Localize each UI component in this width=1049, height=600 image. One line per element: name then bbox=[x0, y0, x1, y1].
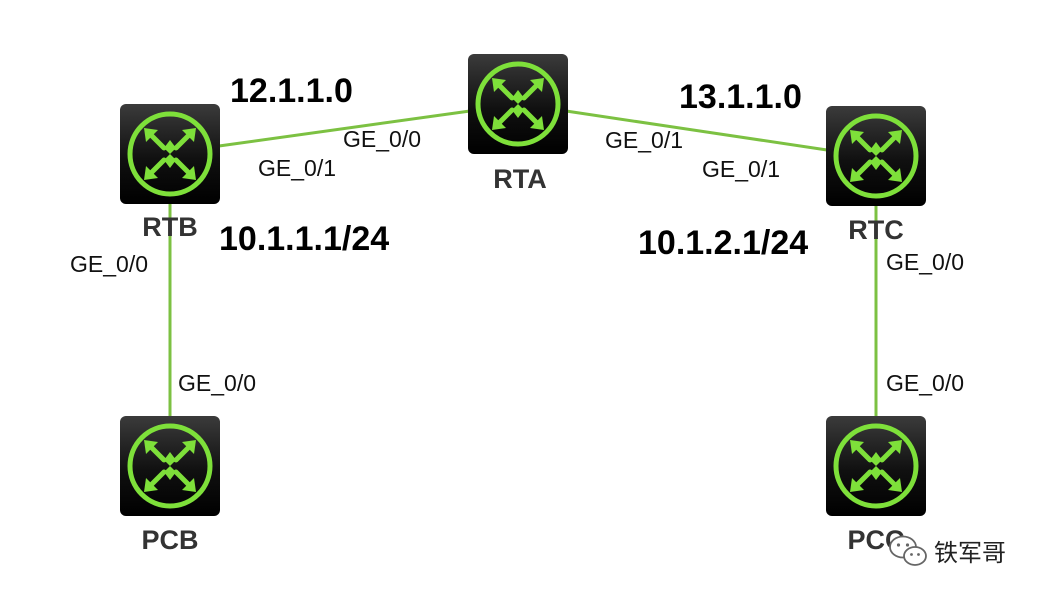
port-rta-ge01: GE_0/1 bbox=[605, 127, 683, 153]
port-rtc-ge00: GE_0/0 bbox=[886, 249, 964, 275]
port-rtb-ge01: GE_0/1 bbox=[258, 155, 336, 181]
port-rtb-ge00: GE_0/0 bbox=[70, 251, 148, 277]
network-rtc-lan: 10.1.2.1/24 bbox=[638, 224, 809, 262]
router-icon bbox=[833, 113, 919, 199]
label-pcb: PCB bbox=[141, 525, 199, 555]
router-icon bbox=[833, 423, 919, 509]
pc-pcc[interactable] bbox=[826, 416, 926, 516]
port-pcc-ge00: GE_0/0 bbox=[886, 370, 964, 396]
network-rta-rtc: 13.1.1.0 bbox=[679, 78, 802, 116]
link-rtb-rta bbox=[218, 109, 471, 148]
router-rta[interactable] bbox=[468, 54, 568, 154]
port-rtc-ge01: GE_0/1 bbox=[702, 156, 780, 182]
port-rta-ge00: GE_0/0 bbox=[343, 126, 421, 152]
link-rta-rtc bbox=[565, 109, 828, 152]
port-pcb-ge00: GE_0/0 bbox=[178, 370, 256, 396]
watermark-text: 铁军哥 bbox=[934, 539, 1006, 567]
label-rtb: RTB bbox=[142, 212, 198, 242]
router-rtb[interactable] bbox=[120, 104, 220, 204]
network-rtb-rta: 12.1.1.0 bbox=[230, 72, 353, 110]
router-icon bbox=[127, 111, 213, 197]
wechat-icon bbox=[889, 535, 927, 566]
label-rta: RTA bbox=[493, 164, 547, 194]
router-icon bbox=[475, 61, 561, 147]
network-rtb-lan: 10.1.1.1/24 bbox=[219, 220, 390, 258]
watermark: 铁军哥 bbox=[888, 533, 1006, 568]
pc-pcb[interactable] bbox=[120, 416, 220, 516]
label-rtc: RTC bbox=[848, 215, 904, 245]
router-rtc[interactable] bbox=[826, 106, 926, 206]
router-icon bbox=[127, 423, 213, 509]
